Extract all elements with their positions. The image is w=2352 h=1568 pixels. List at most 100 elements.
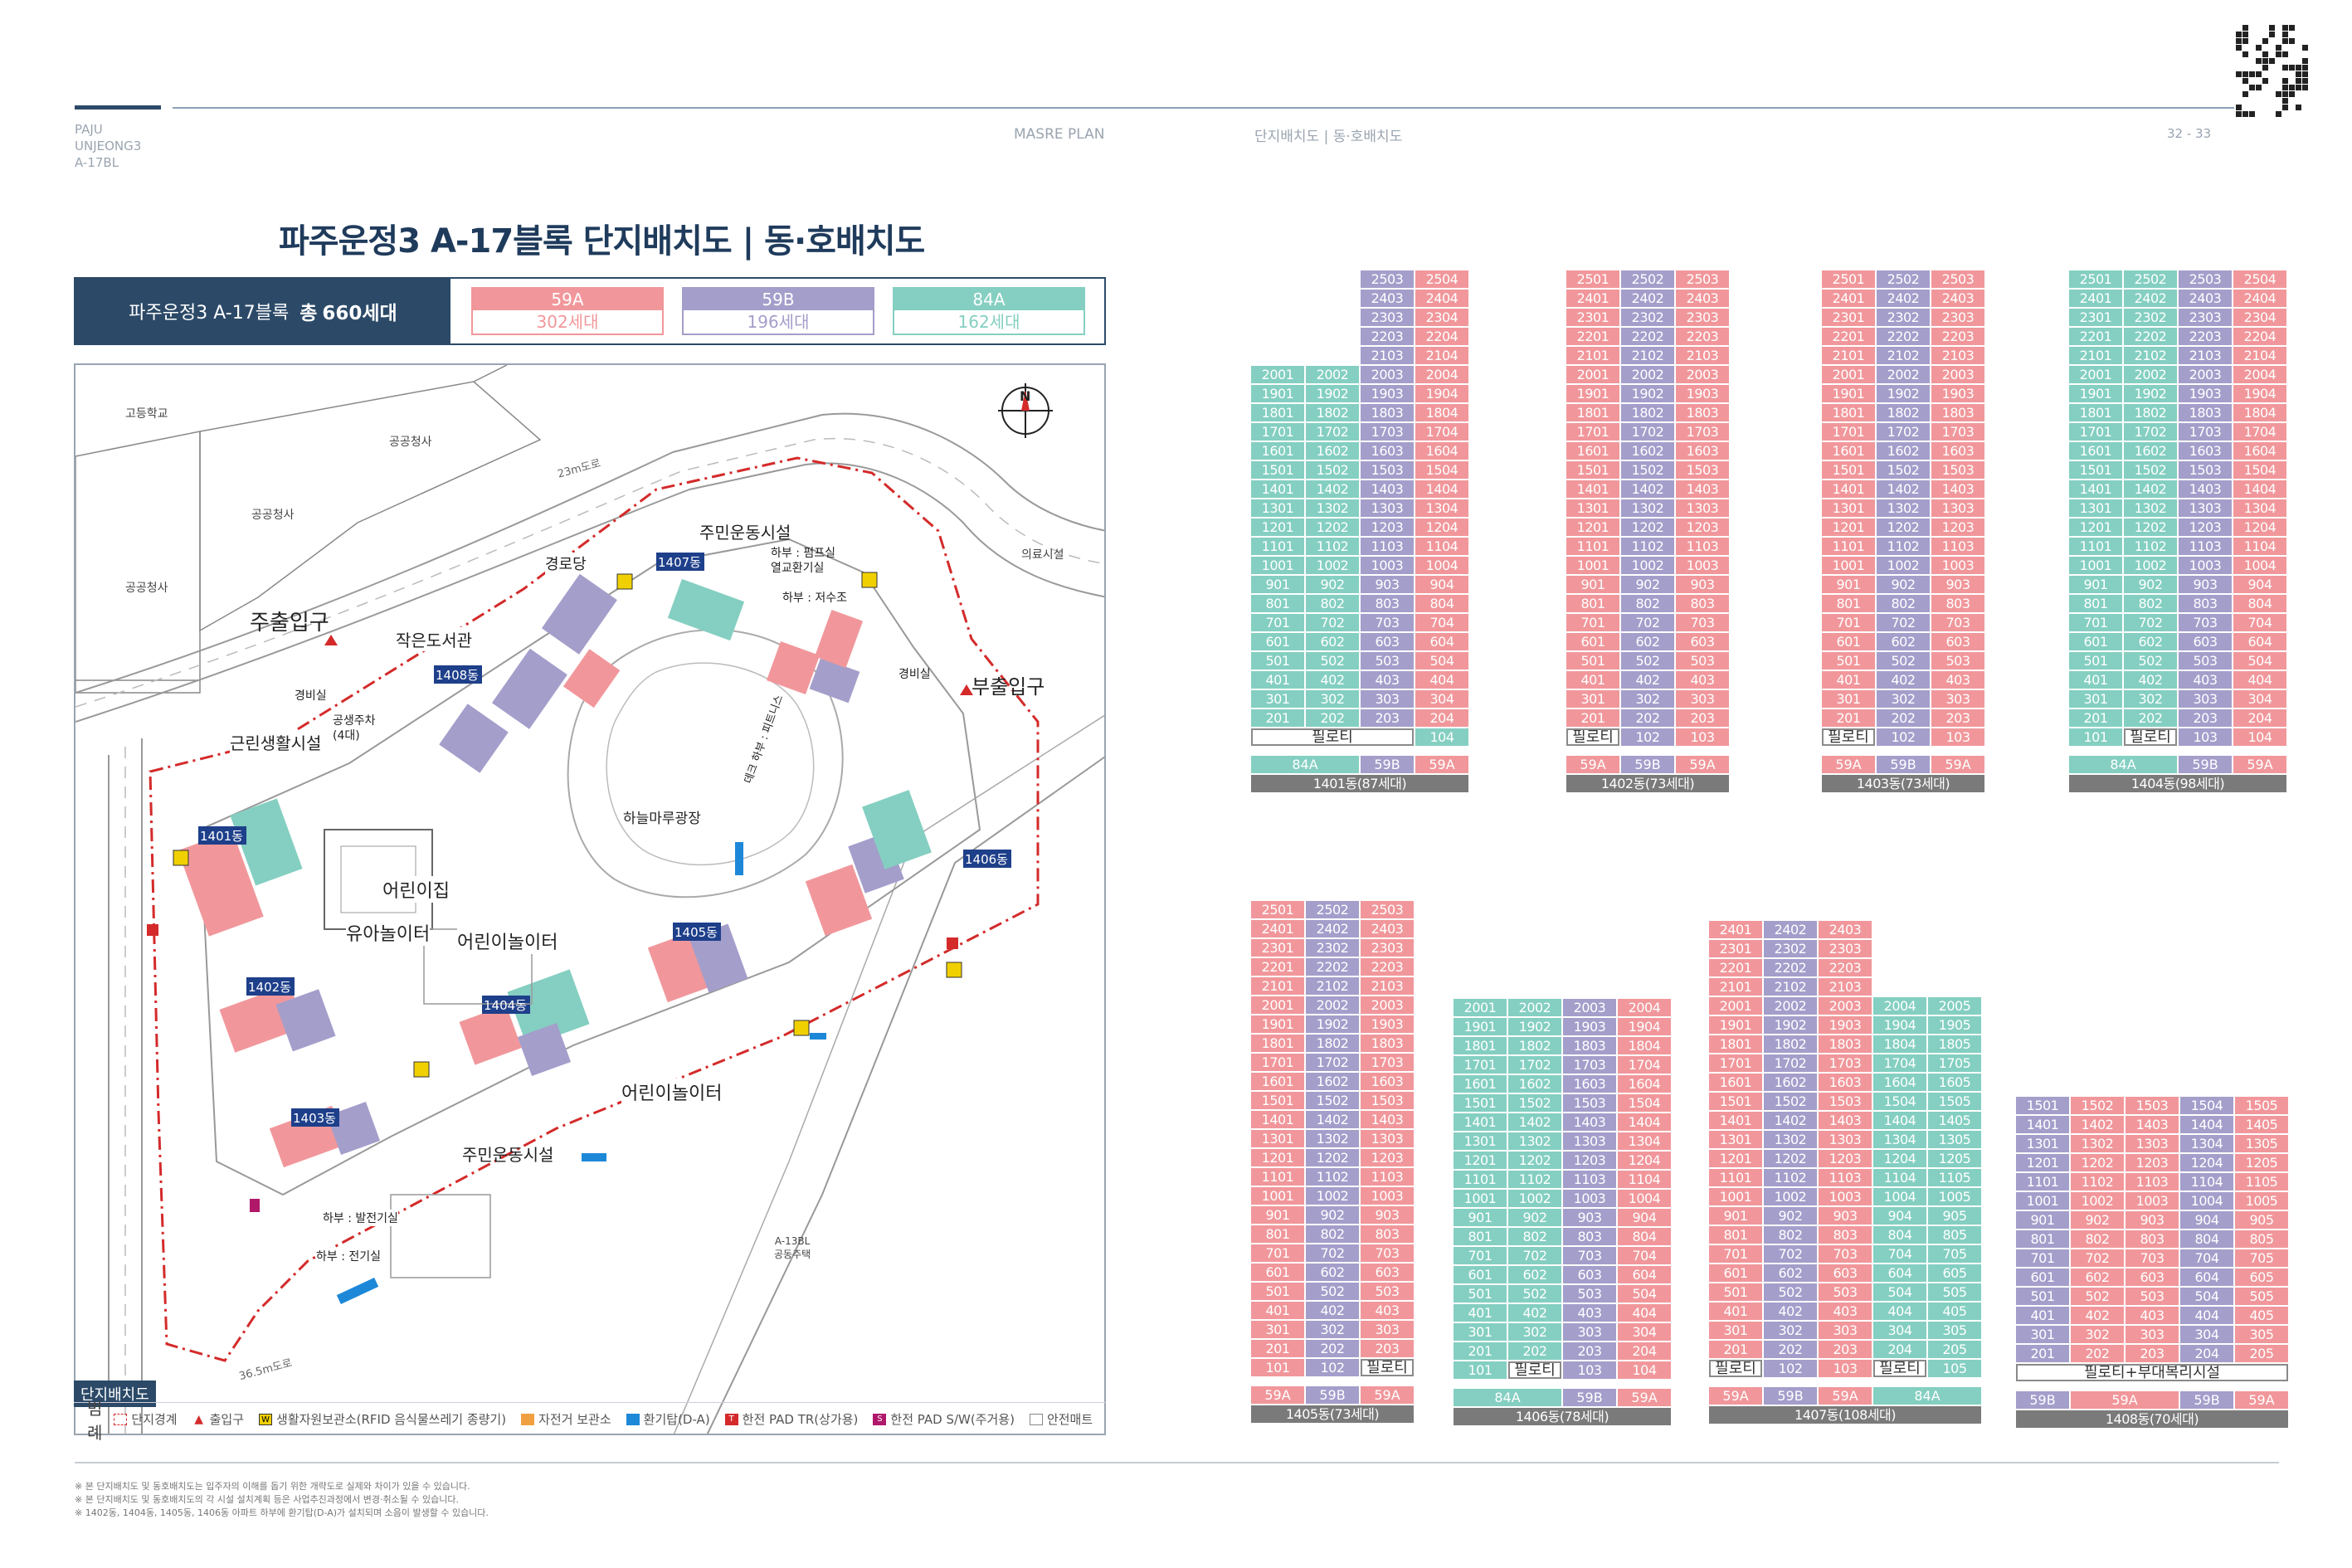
unit-cell: 601 (1822, 633, 1875, 650)
unit-cell: 1904 (1415, 385, 1468, 402)
unit-cell: 403 (1563, 1304, 1616, 1322)
unit-cell: 702 (1764, 1245, 1817, 1263)
unit-cell: 1103 (2179, 538, 2232, 555)
unit-cell: 704 (1618, 1247, 1671, 1264)
unit-cell: 1205 (1928, 1150, 1981, 1167)
unit-cell: 2503 (1676, 270, 1729, 288)
unit-cell: 1903 (1819, 1016, 1872, 1034)
unit-cell: 701 (2069, 614, 2122, 631)
unit-cell: 902 (2071, 1211, 2124, 1229)
unit-cell: 2203 (1361, 958, 1414, 976)
unit-cell: 203 (2126, 1345, 2179, 1362)
unit-cell: 704 (2233, 614, 2286, 631)
unit-cell: 1301 (1566, 499, 1619, 517)
unit-cell: 1202 (2071, 1154, 2124, 1171)
type-count: 196세대 (684, 310, 873, 334)
unit-cell: 2402 (1877, 290, 1930, 307)
unit-cell: 1904 (1873, 1016, 1926, 1034)
map-tag-1408: 1408동 (436, 668, 479, 683)
unit-cell: 403 (1361, 671, 1414, 689)
unit-cell: 2402 (2124, 290, 2177, 307)
unit-cell: 302 (2124, 690, 2177, 708)
unit-cell: 2301 (1566, 309, 1619, 326)
pilotis-cell: 필로티 (1566, 728, 1619, 746)
unit-cell: 701 (1251, 1244, 1304, 1262)
unit-cell: 404 (1618, 1304, 1671, 1322)
unit-cell: 2403 (1819, 921, 1872, 938)
unit-cell: 1701 (1454, 1056, 1507, 1074)
unit-cell: 701 (1251, 614, 1304, 631)
unit-cell: 902 (1306, 1206, 1359, 1224)
unit-cell: 1502 (2071, 1097, 2124, 1114)
label-guard-2: 경비실 (898, 668, 931, 681)
unit-cell: 1201 (2016, 1154, 2069, 1171)
unit-cell: 1801 (1251, 1035, 1304, 1052)
unit-cell: 501 (1251, 1283, 1304, 1300)
unit-cell: 1804 (1415, 404, 1468, 421)
unit-cell: 1901 (1822, 385, 1875, 402)
unit-cell: 104 (1618, 1361, 1671, 1379)
unit-cell: 505 (2235, 1288, 2288, 1305)
footer-rule (75, 1462, 2279, 1463)
label-under-1: 하부 : 펌프실 열교환기실 (771, 547, 836, 575)
unit-cell: 604 (1618, 1266, 1671, 1283)
unit-cell: 1505 (1928, 1093, 1981, 1110)
unit-cell: 503 (1563, 1285, 1616, 1303)
unit-cell: 1004 (1873, 1188, 1926, 1205)
map-tag-1406: 1406동 (965, 852, 1008, 867)
unit-cell: 1701 (2069, 423, 2122, 441)
unit-cell: 401 (2016, 1307, 2069, 1324)
unit-cell: 403 (1361, 1302, 1414, 1319)
unit-cell: 2202 (1621, 328, 1674, 345)
unit-cell: 1902 (1508, 1018, 1561, 1035)
unit-cell: 2303 (1819, 940, 1872, 957)
unit-cell: 401 (1454, 1304, 1507, 1322)
unit-cell: 2102 (1306, 977, 1359, 995)
header-chapter: MASRE PLAN (1014, 126, 1105, 143)
unit-cell: 203 (1819, 1341, 1872, 1358)
unit-cell: 2002 (1306, 996, 1359, 1014)
unit-cell: 1803 (1676, 404, 1729, 421)
unit-cell: 1403 (1819, 1112, 1872, 1129)
unit-cell: 803 (1819, 1226, 1872, 1244)
unit-cell: 302 (1306, 1321, 1359, 1338)
unit-cell: 1102 (2124, 538, 2177, 555)
unit-cell: 1105 (1928, 1169, 1981, 1186)
unit-cell: 1501 (1251, 1092, 1304, 1109)
unit-cell: 2103 (1361, 977, 1414, 995)
unit-cell: 1701 (1251, 1054, 1304, 1071)
label-daycare: 어린이집 (382, 876, 450, 903)
unit-cell: 1704 (1618, 1056, 1671, 1074)
unit-cell: 1202 (2124, 519, 2177, 536)
unit-cell: 902 (2124, 576, 2177, 593)
unit-cell: 303 (1563, 1323, 1616, 1341)
unit-cell: 903 (1931, 576, 1984, 593)
label-kids-play: 유아놀이터 (346, 919, 431, 946)
unit-cell: 205 (1928, 1341, 1981, 1358)
unit-cell: 2402 (1621, 290, 1674, 307)
unit-cell: 501 (2069, 652, 2122, 670)
unit-cell: 504 (2180, 1288, 2233, 1305)
unit-cell: 2402 (1306, 920, 1359, 937)
unit-cell: 404 (2233, 671, 2286, 689)
unit-cell: 701 (1454, 1247, 1507, 1264)
unit-cell: 1502 (1306, 461, 1359, 479)
unit-cell: 903 (1819, 1207, 1872, 1225)
unit-cell: 501 (1251, 652, 1304, 670)
unit-cell: 1801 (1251, 404, 1304, 421)
unit-cell: 1205 (2235, 1154, 2288, 1171)
unit-cell: 1401 (1566, 480, 1619, 498)
type-count: 302세대 (473, 310, 662, 334)
unit-cell: 703 (1563, 1247, 1616, 1264)
unit-cell: 204 (1415, 709, 1468, 727)
unit-cell: 2001 (1251, 996, 1304, 1014)
unit-cell: 2102 (1764, 978, 1817, 996)
unit-cell: 1204 (1618, 1152, 1671, 1169)
unit-cell: 2003 (1931, 366, 1984, 383)
unit-cell: 1204 (2233, 519, 2286, 536)
unit-cell: 502 (2124, 652, 2177, 670)
unit-cell: 1402 (1306, 1111, 1359, 1128)
